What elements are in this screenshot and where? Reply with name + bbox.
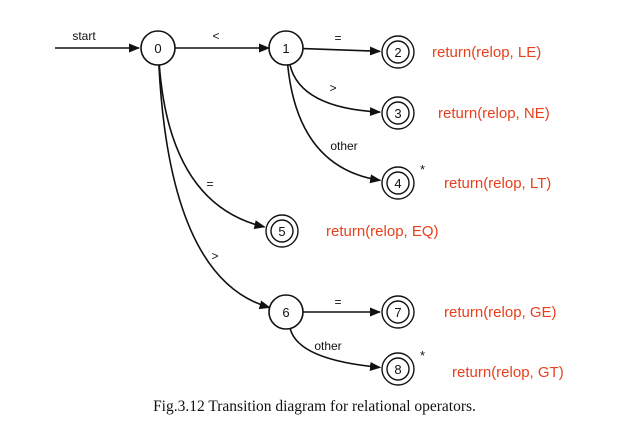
edge-label-1-2: = (334, 31, 341, 45)
action-token: GE) (530, 304, 557, 321)
state-inner-ring (386, 171, 410, 195)
state-0: 0 (140, 30, 176, 66)
state-label: 2 (394, 45, 401, 60)
state-7: 7 (381, 295, 415, 329)
action-args: (relop, (365, 223, 412, 240)
action-labels: return(relop, LE)return(relop, NE)return… (326, 44, 564, 381)
edge-label-0-6: > (211, 249, 218, 263)
action-token: EQ) (412, 223, 439, 240)
action-keyword: return (432, 44, 471, 61)
edge-1-3 (289, 64, 382, 117)
retract-star: * (420, 348, 425, 363)
edge-label-6-8: other (314, 339, 341, 353)
edge-1-4 (286, 64, 382, 184)
action-state-2: return(relop, LE) (432, 44, 541, 61)
state-inner-ring (270, 219, 294, 243)
action-state-5: return(relop, EQ) (326, 223, 439, 240)
state-label: 5 (278, 224, 285, 239)
action-state-4: return(relop, LT) (444, 175, 551, 192)
retract-star: * (420, 162, 425, 177)
edge-label-0-1: < (212, 29, 219, 43)
action-args: (relop, (471, 44, 518, 61)
state-label: 3 (394, 106, 401, 121)
state-ring (268, 294, 304, 330)
state-4: 4* (381, 162, 425, 200)
action-state-7: return(relop, GE) (444, 304, 557, 321)
action-token: LT) (530, 175, 551, 192)
state-ring (268, 30, 304, 66)
state-2: 2 (381, 35, 415, 69)
action-keyword: return (444, 304, 483, 321)
figure-caption: Fig.3.12 Transition diagram for relation… (153, 398, 476, 415)
edge-1-2 (302, 46, 382, 56)
edge-label-0-5: = (206, 177, 213, 191)
state-3: 3 (381, 96, 415, 130)
state-label: 0 (154, 41, 161, 56)
edge-0-6 (158, 64, 271, 310)
action-keyword: return (444, 175, 483, 192)
action-token: NE) (524, 105, 550, 122)
state-ring (140, 30, 176, 66)
state-inner-ring (386, 300, 410, 324)
edge-label-1-4: other (330, 139, 357, 153)
state-inner-ring (386, 357, 410, 381)
action-token: LE) (518, 44, 541, 61)
action-args: (relop, (477, 105, 524, 122)
edge-0-5 (158, 64, 266, 230)
action-state-8: return(relop, GT) (452, 364, 564, 381)
edge-label-6-7: = (334, 295, 341, 309)
state-label: 6 (282, 305, 289, 320)
state-label: 4 (394, 176, 401, 191)
edge-label-1-3: > (329, 81, 336, 95)
transition-edges: < = > other = > = other (158, 29, 382, 371)
state-label: 7 (394, 305, 401, 320)
state-label: 1 (282, 41, 289, 56)
state-8: 8* (381, 348, 425, 386)
action-keyword: return (438, 105, 477, 122)
start-label: start (72, 29, 96, 43)
state-6: 6 (268, 294, 304, 330)
state-5: 5 (265, 214, 299, 248)
state-inner-ring (386, 101, 410, 125)
state-label: 8 (394, 362, 401, 377)
state-inner-ring (386, 40, 410, 64)
edge-6-8 (289, 328, 382, 371)
action-state-3: return(relop, NE) (438, 105, 550, 122)
action-keyword: return (452, 364, 491, 381)
action-token: GT) (538, 364, 564, 381)
state-1: 1 (268, 30, 304, 66)
action-args: (relop, (491, 364, 538, 381)
action-args: (relop, (483, 175, 530, 192)
action-keyword: return (326, 223, 365, 240)
action-args: (relop, (483, 304, 530, 321)
